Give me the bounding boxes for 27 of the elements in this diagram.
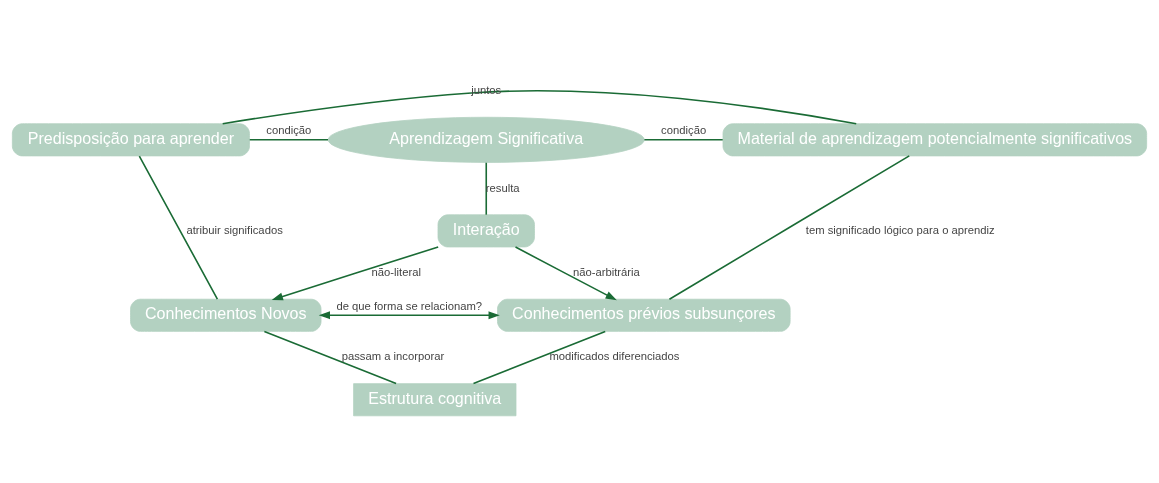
edge-label: de que forma se relacionam? (336, 299, 483, 312)
edge-label: passam a incorporar (341, 349, 445, 362)
edge-label: atribuir significados (186, 223, 283, 236)
connector (643, 138, 724, 141)
connector (221, 89, 858, 125)
node-box: Estrutura cognitiva (353, 382, 517, 416)
edge-label: condição (266, 123, 312, 136)
node-box: Predisposição para aprender (11, 122, 250, 156)
edge-label: não-arbitrária (572, 265, 640, 278)
edge-label: tem significado lógico para o aprendiz (805, 223, 995, 236)
node-box: Interação (437, 213, 535, 247)
connector (248, 138, 329, 141)
arrow (271, 245, 439, 300)
arrow (318, 310, 500, 319)
connector (485, 161, 488, 215)
node-box: Material de aprendizagem potencialmente significativos (722, 122, 1148, 156)
connector (472, 330, 607, 384)
connector (138, 154, 219, 300)
edge-label: condição (661, 123, 707, 136)
edge-label: não-literal (371, 265, 421, 278)
node-box: Conhecimentos Novos (130, 298, 322, 332)
edge-label: modificados diferenciados (549, 349, 680, 362)
connector (668, 154, 911, 300)
connector (263, 330, 397, 384)
node-box: Conhecimentos prévios subsunçores (497, 298, 791, 332)
arrow (514, 245, 617, 300)
node-ellipse: Aprendizagem Significativa (327, 116, 645, 163)
